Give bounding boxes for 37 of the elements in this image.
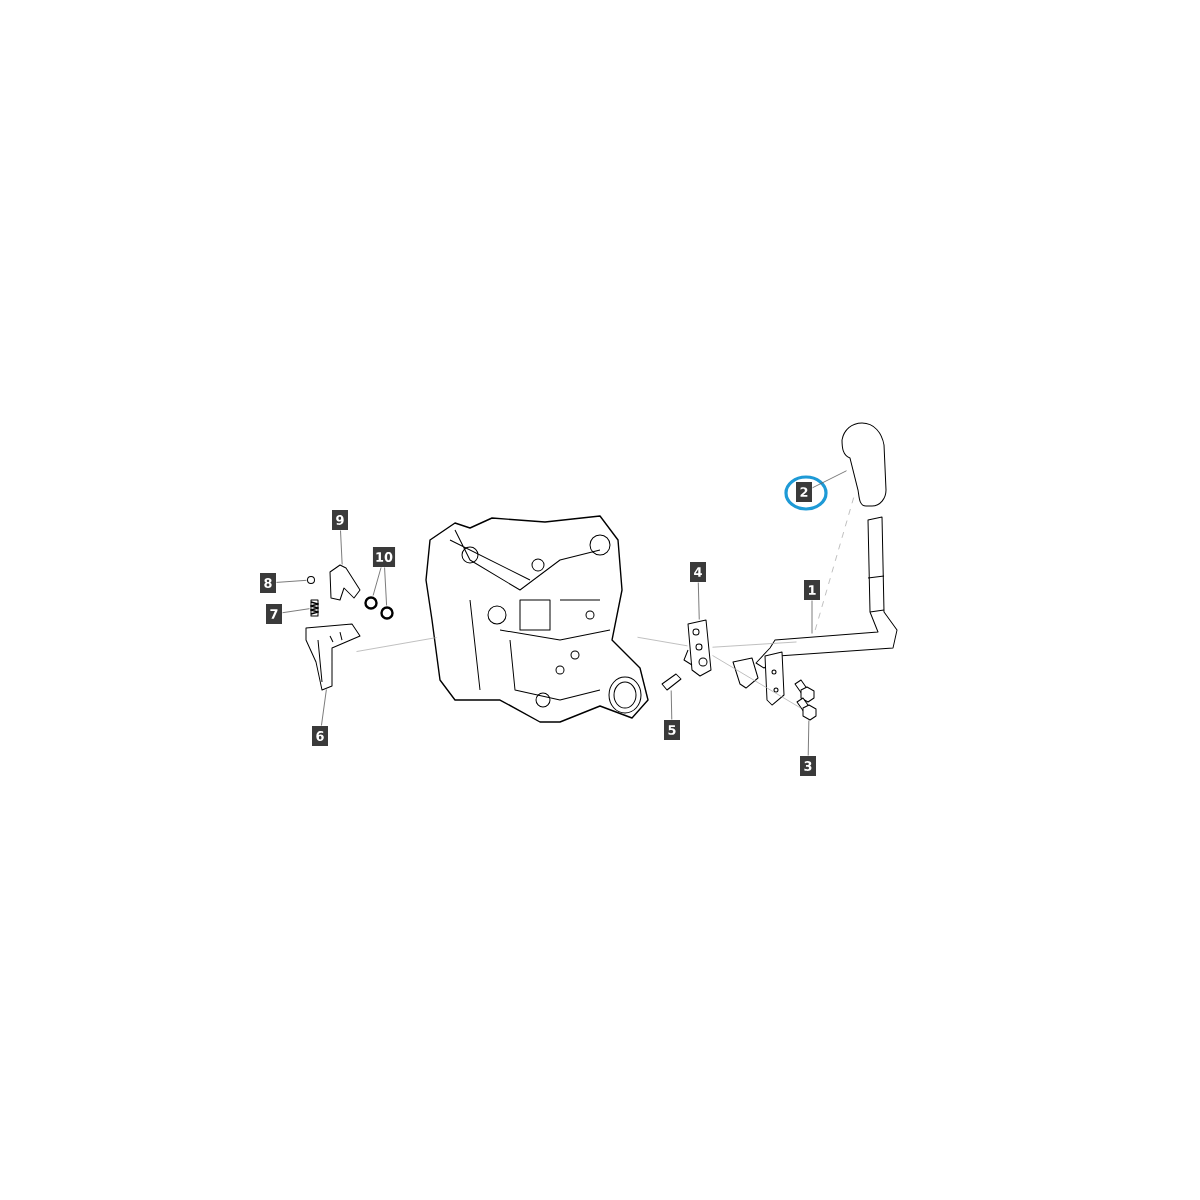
- leader-line: [811, 600, 813, 634]
- leader-line: [697, 582, 700, 620]
- leader-line: [276, 579, 307, 583]
- callout-number: 10: [372, 547, 396, 567]
- callout-number: 8: [260, 573, 276, 593]
- ring-drawing: [364, 596, 378, 610]
- callout-number: 9: [332, 510, 348, 530]
- leader-line: [670, 690, 673, 720]
- spring-drawing: [310, 599, 319, 617]
- callout-number: 6: [312, 726, 328, 746]
- leader-line: [384, 567, 387, 606]
- bolt-drawing: [796, 697, 817, 721]
- fork-drawing: [305, 623, 361, 691]
- alignment-line: [356, 637, 437, 652]
- callout-number: 5: [664, 720, 680, 740]
- callout-number: 4: [690, 562, 706, 582]
- alignment-line: [637, 636, 688, 647]
- pin-drawing: [661, 673, 682, 691]
- ring-drawing: [380, 606, 394, 620]
- leader-line: [812, 470, 847, 489]
- alignment-line: [712, 641, 797, 648]
- housing-drawing: [425, 515, 649, 723]
- ball-drawing: [307, 576, 315, 584]
- leader-line: [321, 689, 327, 726]
- leader-line: [340, 530, 343, 565]
- leader-line: [372, 567, 382, 596]
- alignment-line: [712, 655, 801, 709]
- leader-line: [807, 720, 810, 756]
- lever-drawing: [732, 516, 898, 706]
- shaft-drawing: [329, 564, 361, 601]
- leader-line: [282, 608, 310, 614]
- callout-number: 3: [800, 756, 816, 776]
- plate-drawing: [683, 619, 712, 677]
- knob-drawing: [841, 422, 887, 507]
- callout-number: 7: [266, 604, 282, 624]
- callout-number: 1: [804, 580, 820, 600]
- callout-number: 2: [796, 482, 812, 502]
